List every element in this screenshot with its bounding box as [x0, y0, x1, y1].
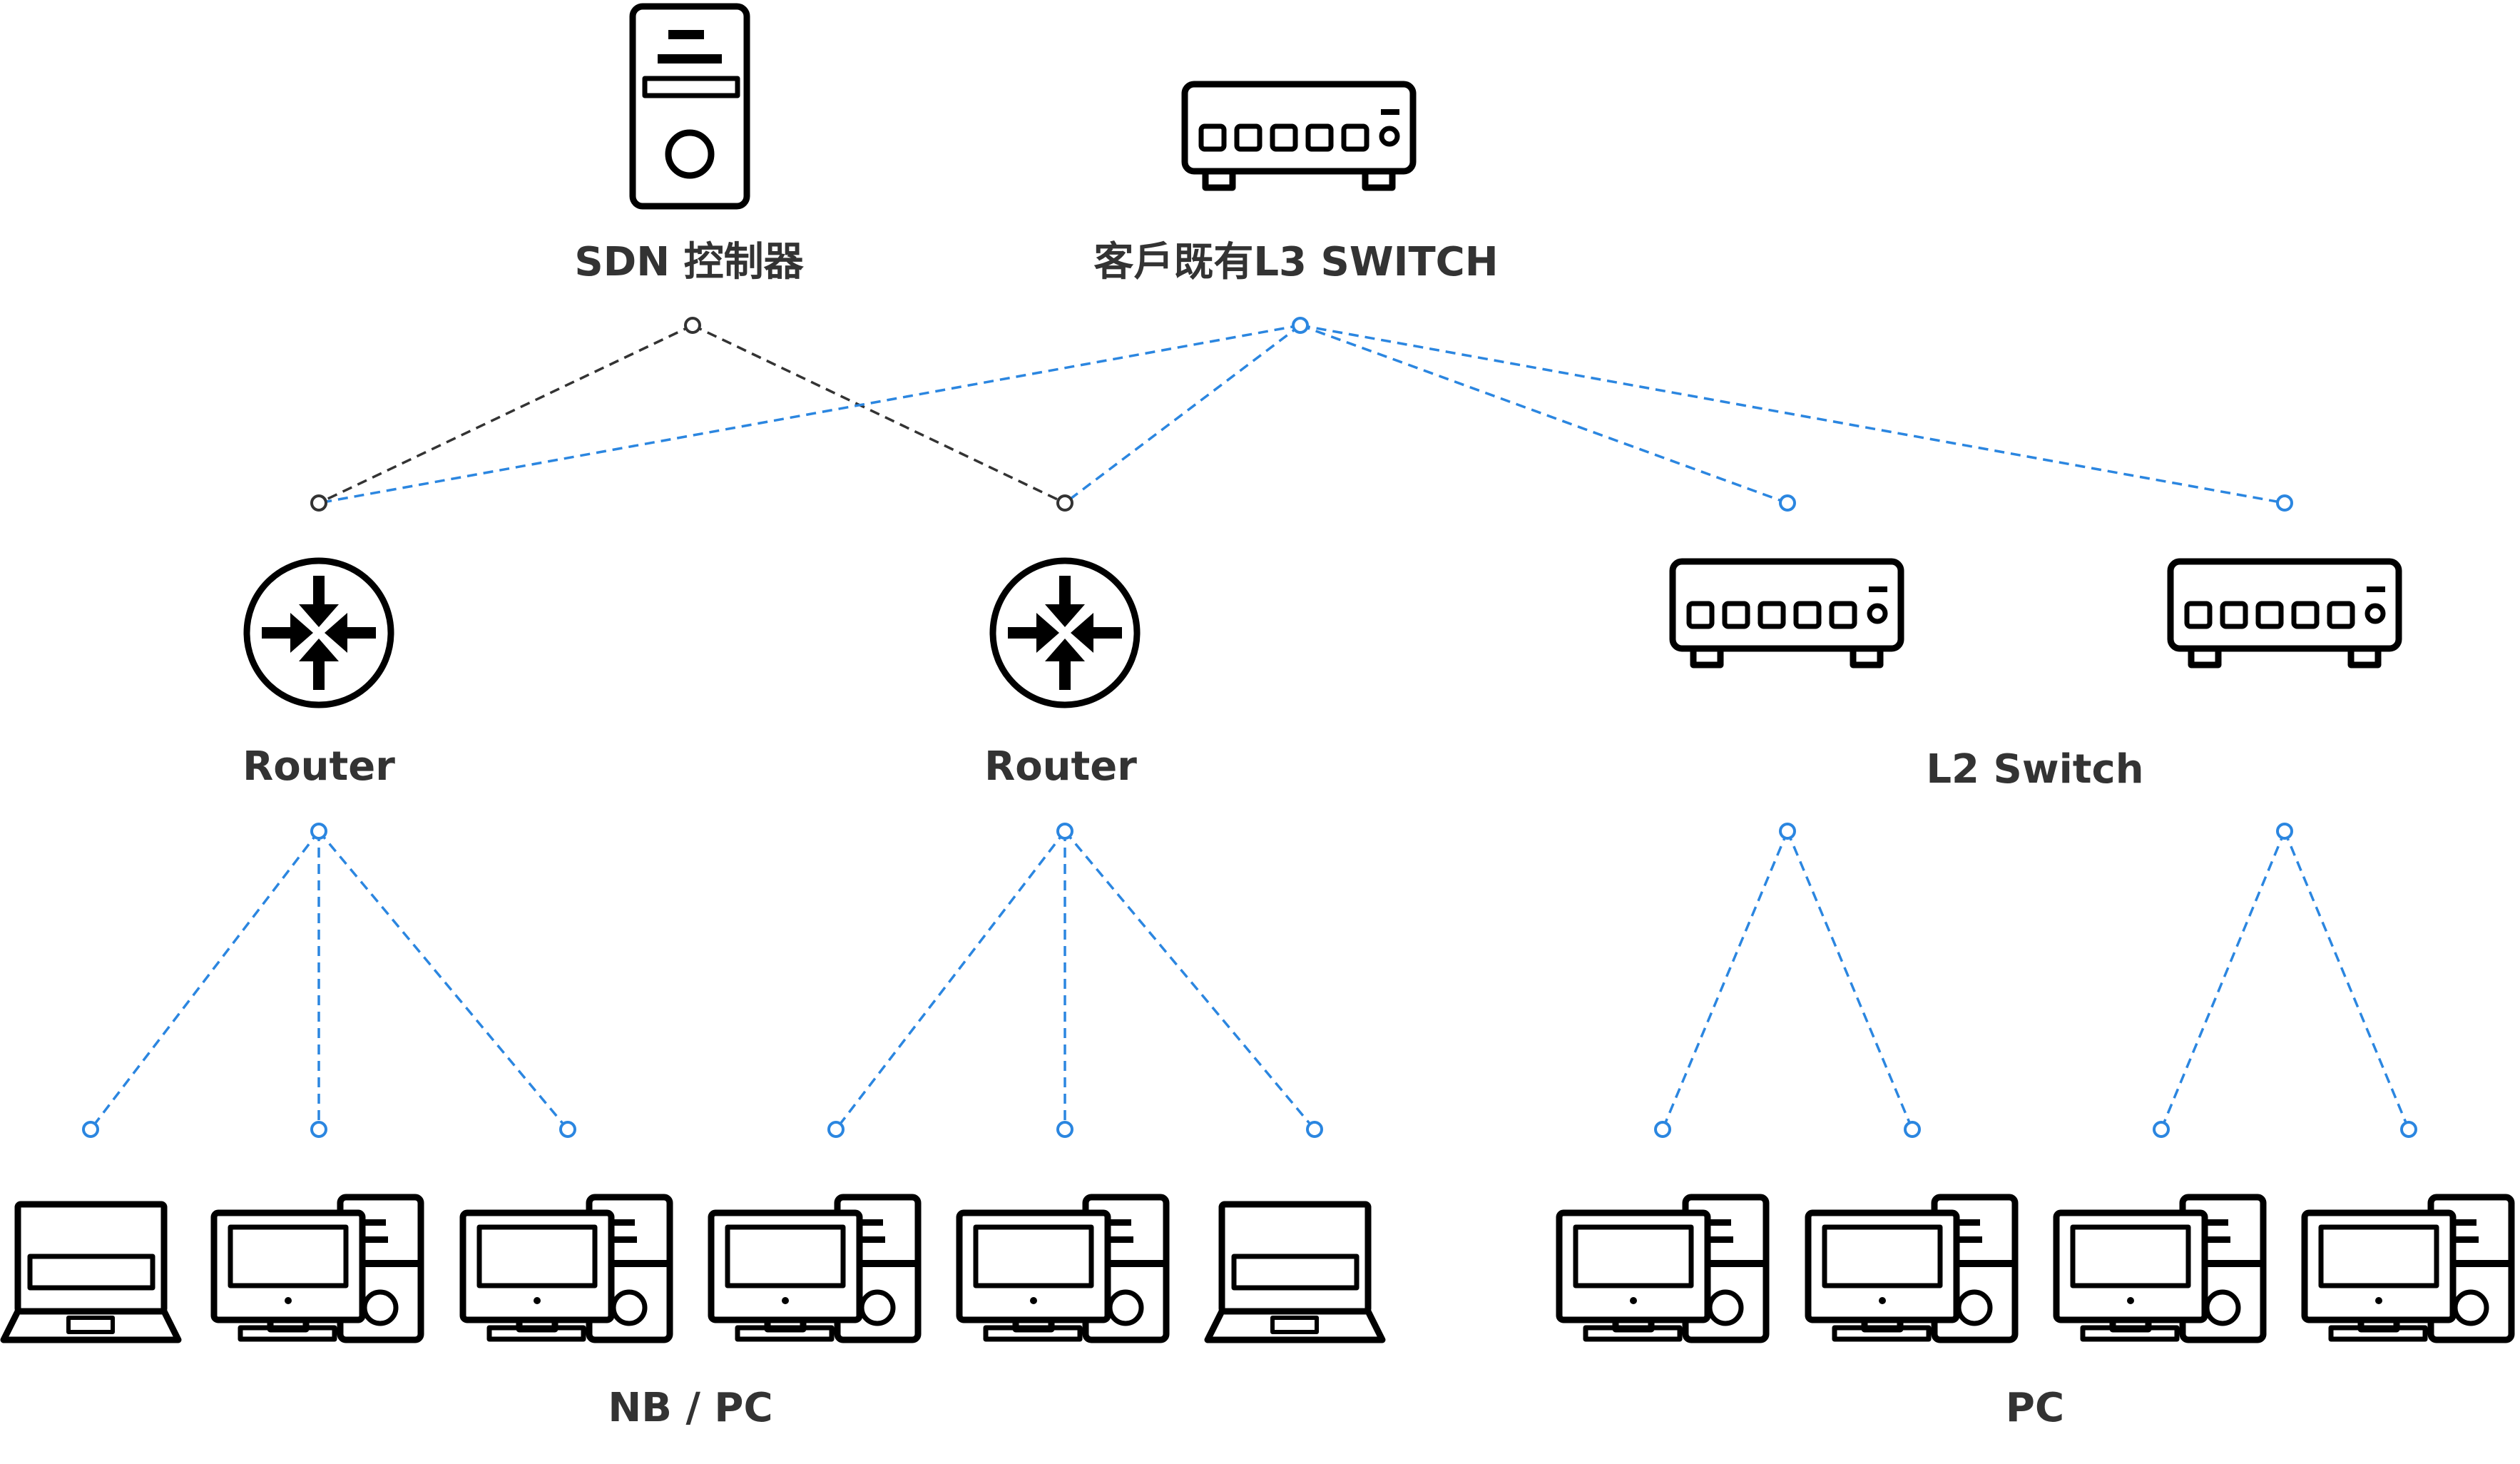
sdn-controller-label: SDN 控制器 — [574, 239, 804, 285]
router-node-1: Router — [243, 561, 395, 790]
router-1-downlink-port — [310, 823, 327, 840]
device-port — [1904, 1121, 1921, 1138]
router-2-uplink-port — [1056, 494, 1073, 512]
device-port — [2400, 1121, 2417, 1138]
l2-switch-1-downlink-port — [1779, 823, 1796, 840]
control-link-router-2 — [692, 324, 1066, 504]
ports — [82, 317, 2417, 1138]
data-link-l3-router-1 — [318, 324, 1301, 504]
data-link-l3-l2-switch-2 — [1300, 324, 2285, 504]
laptop-icon — [1208, 1204, 1382, 1340]
left-device-group — [4, 1197, 1382, 1340]
l2-switch-node-2 — [2170, 561, 2399, 665]
l2-switch-node-1 — [1673, 561, 1901, 665]
data-link-l2-switch-1-pc-1 — [1661, 830, 1789, 1130]
desktop-pc-icon — [711, 1197, 918, 1340]
l2-switch-1-uplink-port — [1779, 494, 1796, 512]
links — [89, 324, 2410, 1131]
desktop-pc-icon — [2305, 1197, 2511, 1340]
desktop-pc-icon — [1559, 1197, 1766, 1340]
device-port — [1654, 1121, 1671, 1138]
data-link-router-2-device-3 — [1063, 830, 1316, 1131]
desktop-pc-icon — [463, 1197, 670, 1340]
network-switch-icon — [1185, 84, 1413, 188]
data-link-router-1-device-1 — [89, 830, 320, 1131]
device-port — [82, 1121, 99, 1138]
router-node-2: Router — [984, 561, 1137, 790]
l3-switch-label: 客戶既有L3 SWITCH — [1093, 239, 1498, 285]
device-port — [827, 1121, 845, 1138]
router-label: Router — [984, 743, 1137, 790]
device-port — [1056, 1121, 1073, 1138]
data-link-router-1-device-3 — [317, 830, 569, 1131]
network-switch-icon — [2170, 561, 2399, 665]
router-2-downlink-port — [1056, 823, 1073, 840]
l3-switch-port — [1292, 317, 1309, 334]
right-group-label: PC — [2006, 1385, 2064, 1431]
router-1-uplink-port — [310, 494, 327, 512]
network-switch-icon — [1673, 561, 1901, 665]
sdn-controller-node: SDN 控制器 — [574, 6, 805, 285]
l2-switch-2-uplink-port — [2276, 494, 2293, 512]
data-link-l2-switch-1-pc-2 — [1786, 830, 1914, 1130]
laptop-icon — [4, 1204, 178, 1340]
data-link-l2-switch-2-pc-2 — [2283, 830, 2410, 1130]
right-device-group — [1559, 1197, 2511, 1340]
device-port — [559, 1121, 576, 1138]
l2-switch-label: L2 Switch — [1926, 746, 2143, 793]
server-tower-icon — [633, 6, 747, 206]
data-link-l3-l2-switch-1 — [1300, 324, 1788, 504]
device-port — [2153, 1121, 2170, 1138]
left-group-label: NB / PC — [608, 1385, 772, 1431]
data-link-l2-switch-2-pc-1 — [2160, 830, 2286, 1130]
router-label: Router — [243, 743, 395, 790]
l2-switch-2-downlink-port — [2276, 823, 2293, 840]
controller-port — [684, 317, 701, 334]
desktop-pc-icon — [1808, 1197, 2015, 1340]
device-port — [1306, 1121, 1323, 1138]
device-port — [310, 1121, 327, 1138]
data-link-l3-router-2 — [1063, 324, 1302, 504]
data-link-router-2-device-1 — [835, 830, 1066, 1131]
desktop-pc-icon — [959, 1197, 1166, 1340]
router-icon — [247, 561, 391, 705]
control-link-router-1 — [318, 324, 693, 504]
desktop-pc-icon — [214, 1197, 421, 1340]
router-icon — [993, 561, 1137, 705]
l3-switch-node: 客戶既有L3 SWITCH — [1093, 84, 1499, 285]
desktop-pc-icon — [2056, 1197, 2263, 1340]
